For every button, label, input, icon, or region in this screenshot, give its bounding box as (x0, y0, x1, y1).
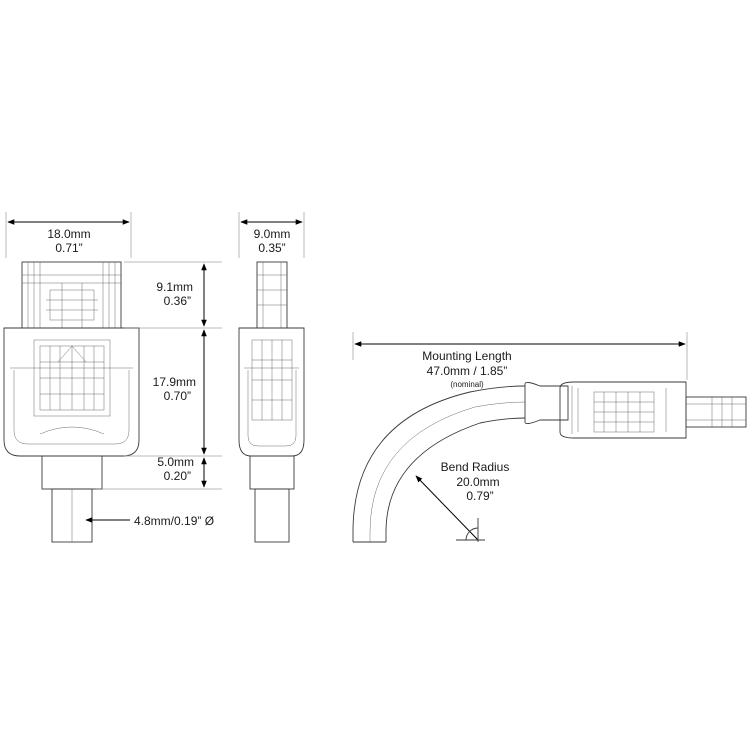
front-plug-head (21, 261, 122, 329)
side-width-mm: 9.0mm (254, 227, 291, 241)
front-cable (41, 455, 103, 543)
side-boot-body (238, 327, 305, 457)
side-width-in: 0.35” (258, 241, 285, 255)
front-view: 18.0mm 0.71” (3, 212, 222, 543)
bend-radius-in: 0.79” (466, 489, 493, 503)
front-height3-in: 0.20” (164, 469, 191, 483)
bend-plug-tip (685, 396, 747, 428)
side-plug-head (256, 261, 288, 329)
bend-radius-mm: 20.0mm (456, 475, 499, 489)
bend-radius-label: Bend Radius (441, 460, 510, 474)
cable-diameter-label: 4.8mm/0.19” Ø (134, 514, 214, 528)
bend-view: Mounting Length 47.0mm / 1.85” (nominal) (352, 332, 747, 543)
bent-cable (352, 385, 526, 543)
front-width-in: 0.71” (55, 241, 82, 255)
front-height1-in: 0.36” (164, 294, 191, 308)
front-boot-body (3, 327, 140, 457)
bend-radius-angle-arc (465, 527, 479, 541)
front-width-mm: 18.0mm (47, 227, 90, 241)
side-cable (249, 455, 295, 543)
front-height3-mm: 5.0mm (157, 455, 194, 469)
mounting-length-note: (nominal) (450, 380, 484, 389)
side-view: 9.0mm 0.35” (238, 212, 305, 543)
front-height2-mm: 17.9mm (153, 375, 196, 389)
mounting-length-label: Mounting Length (422, 349, 511, 363)
front-height2-in: 0.70” (164, 389, 191, 403)
bend-radius-leader (415, 475, 479, 541)
bend-connector (524, 381, 687, 439)
mounting-length-value: 47.0mm / 1.85” (427, 364, 508, 378)
front-height1-mm: 9.1mm (156, 280, 193, 294)
